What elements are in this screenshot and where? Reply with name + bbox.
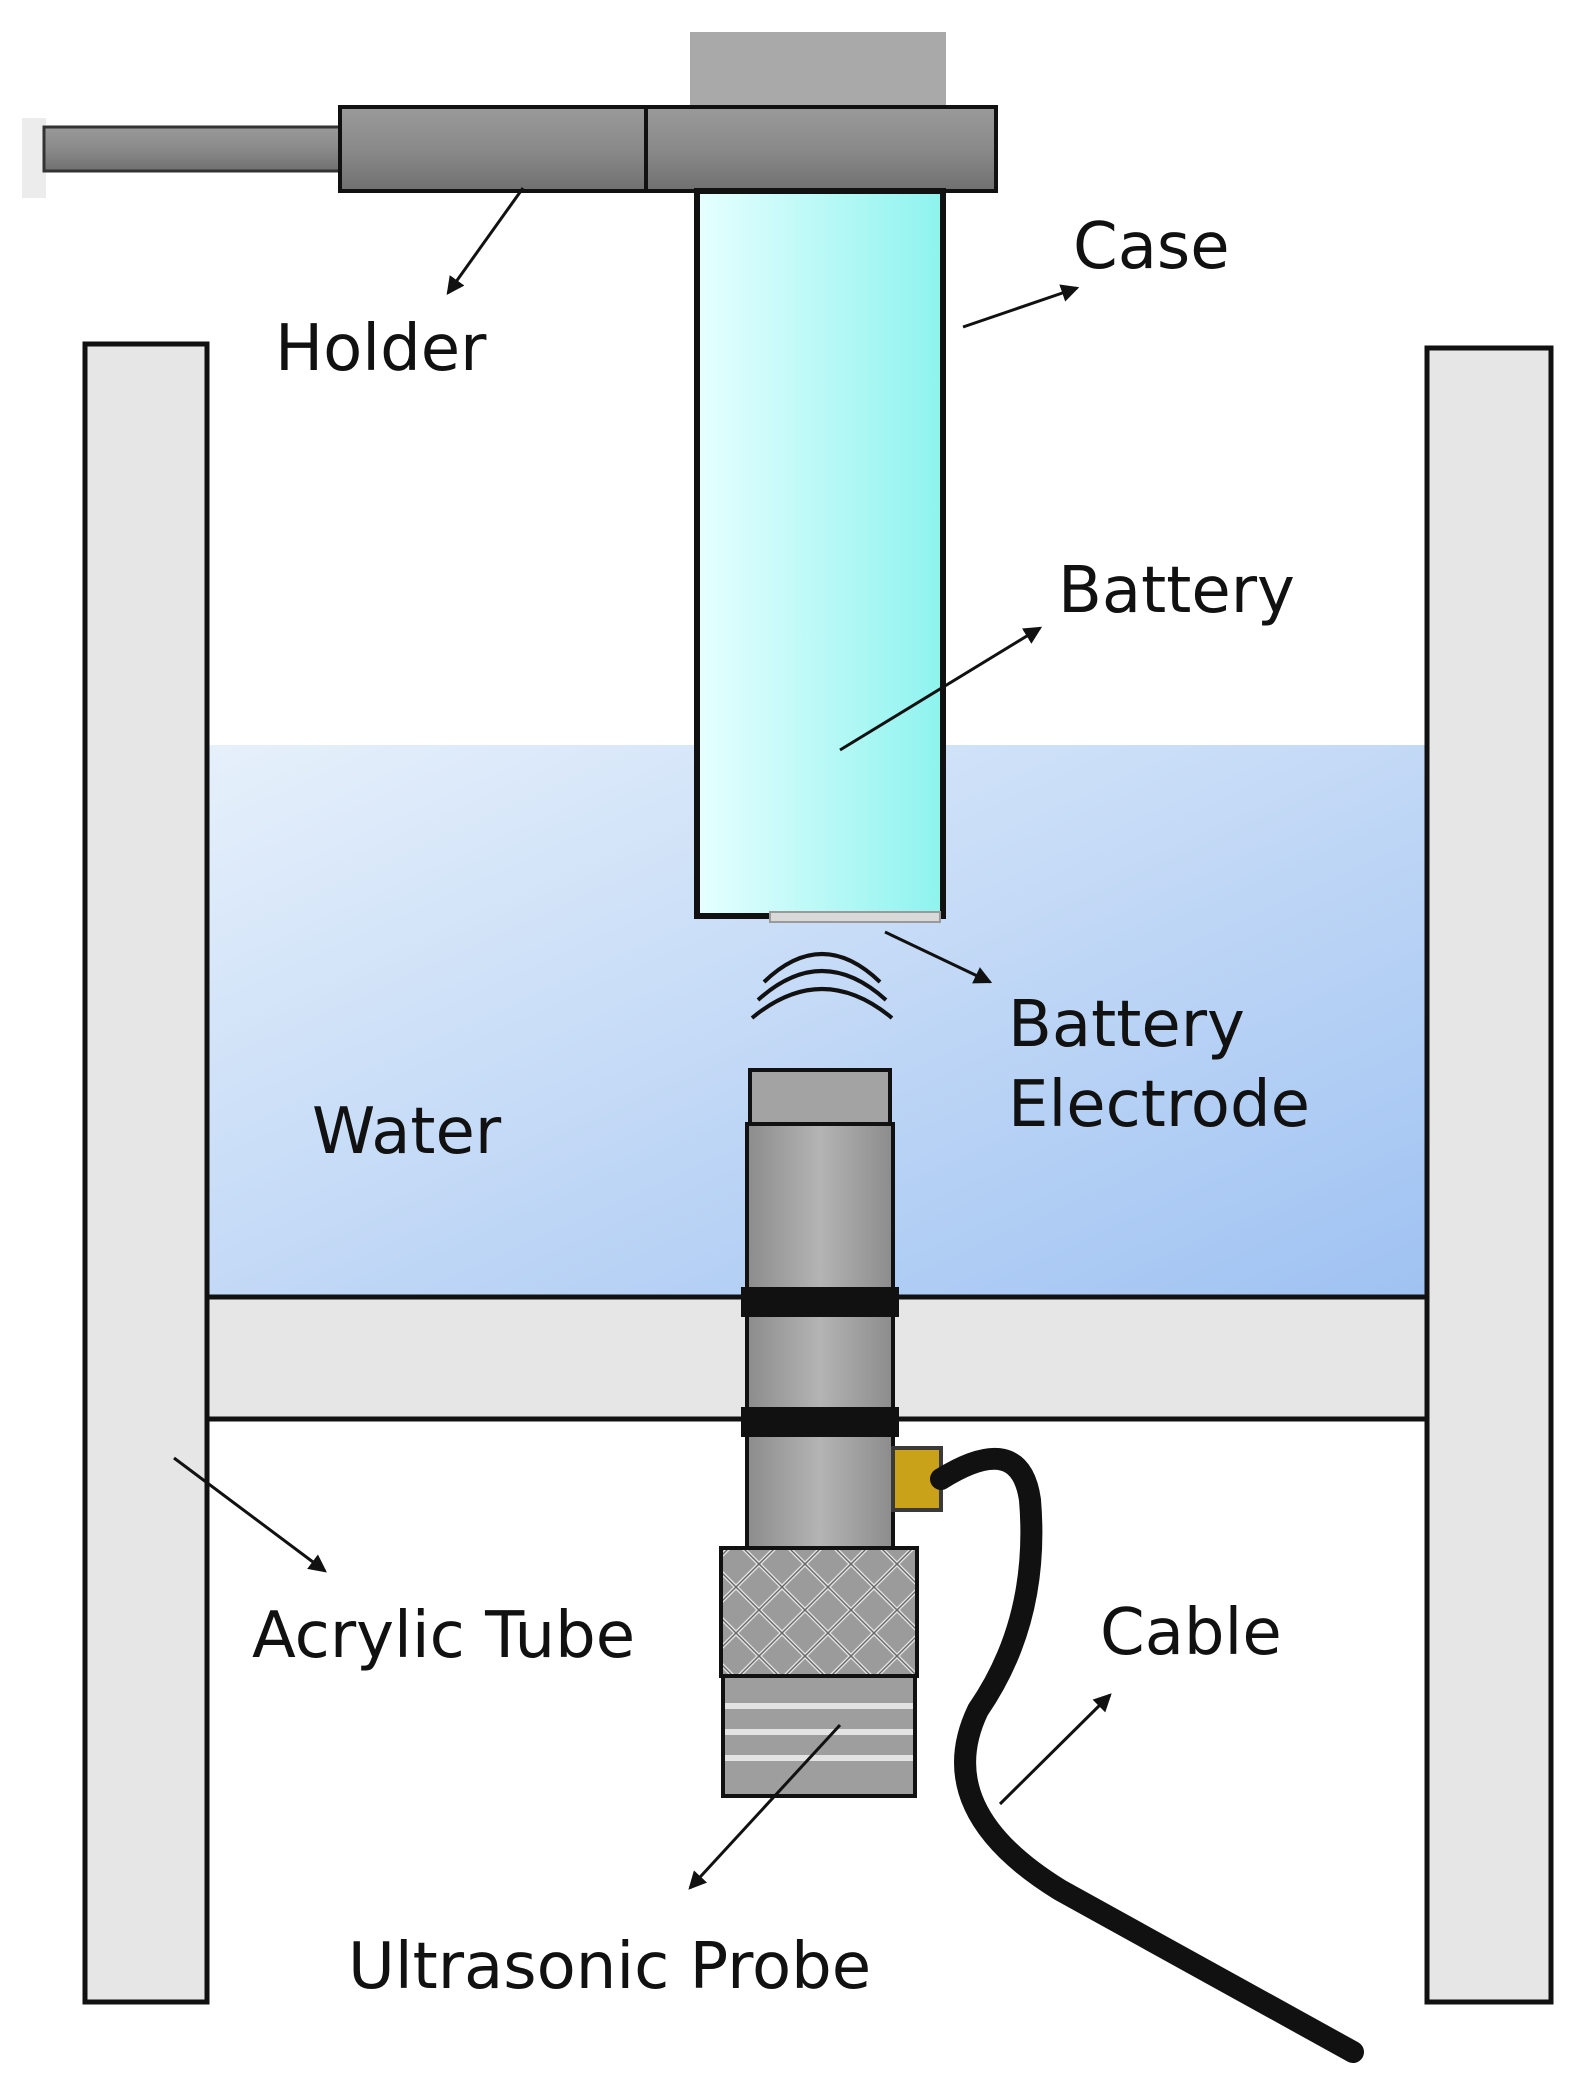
battery-electrode-label-line1: Battery xyxy=(1008,988,1245,1062)
ultrasonic-probe-arrow xyxy=(688,1723,842,1890)
acrylic-tube-label: Acrylic Tube xyxy=(252,1599,635,1673)
probe-body xyxy=(745,1122,895,1550)
holder-rod xyxy=(42,125,346,173)
holder-block-right xyxy=(644,105,998,193)
probe-clamp-upper xyxy=(741,1287,899,1317)
battery-electrode-label-line2: Electrode xyxy=(1008,1068,1310,1142)
case-label: Case xyxy=(1073,210,1230,284)
probe-clamp-lower xyxy=(741,1407,899,1437)
ultrasonic-probe-label: Ultrasonic Probe xyxy=(348,1930,871,2004)
holder-block-left xyxy=(338,105,648,193)
holder-rod-tip xyxy=(22,118,46,198)
acrylic-tube-left-wall xyxy=(82,341,210,2005)
probe-housing-mesh xyxy=(719,1546,919,1678)
cable-label: Cable xyxy=(1100,1596,1282,1670)
probe-tip xyxy=(748,1068,892,1126)
ultrasonic-wave-3 xyxy=(762,952,882,984)
ultrasonic-wave-1 xyxy=(750,987,894,1020)
battery-electrode xyxy=(769,911,941,923)
acrylic-tube-right-wall xyxy=(1424,345,1554,2005)
case-arrow xyxy=(962,284,1080,329)
acrylic-tube-arrow xyxy=(173,1456,327,1573)
case-cap xyxy=(690,32,946,110)
cable-arrow xyxy=(998,1693,1112,1806)
probe-housing-grip xyxy=(721,1674,917,1798)
battery-case xyxy=(694,188,946,919)
battery-arrow xyxy=(839,626,1043,752)
holder-arrow xyxy=(446,187,525,295)
battery-electrode-arrow xyxy=(884,930,993,984)
cable xyxy=(930,1447,1364,2063)
ultrasonic-wave-2 xyxy=(756,969,888,1002)
battery-label: Battery xyxy=(1058,554,1295,628)
holder-label: Holder xyxy=(275,312,487,386)
water-label: Water xyxy=(312,1095,502,1169)
